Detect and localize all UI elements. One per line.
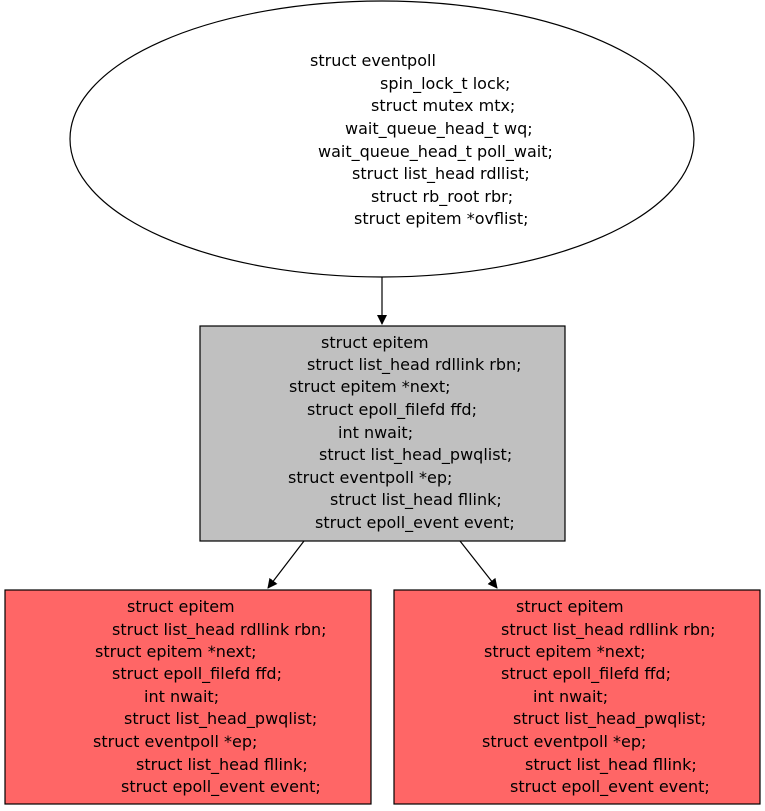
epitem-left-line-1: struct list_head rdllink rbn; bbox=[112, 620, 327, 640]
epitem-left-line-7: struct list_head fllink; bbox=[136, 755, 308, 775]
epitem-right-line-5: struct list_head_pwqlist; bbox=[513, 709, 706, 729]
epitem-left-line-5: struct list_head_pwqlist; bbox=[124, 709, 317, 729]
epitem-line-2: struct epitem *next; bbox=[289, 377, 451, 396]
node-epitem-right: struct epitem struct list_head rdllink r… bbox=[393, 589, 761, 805]
epitem-right-line-1: struct list_head rdllink rbn; bbox=[501, 620, 716, 640]
epitem-line-1: struct list_head rdllink rbn; bbox=[307, 355, 522, 375]
eventpoll-line-4: wait_queue_head_t poll_wait; bbox=[318, 142, 553, 162]
epitem-line-4: int nwait; bbox=[338, 423, 413, 442]
epitem-line-7: struct list_head fllink; bbox=[330, 490, 502, 510]
epitem-line-6: struct eventpoll *ep; bbox=[288, 468, 452, 487]
epitem-left-box bbox=[4, 589, 372, 805]
epitem-right-line-0: struct epitem bbox=[516, 597, 624, 616]
epitem-right-line-4: int nwait; bbox=[533, 687, 608, 706]
eventpoll-line-2: struct mutex mtx; bbox=[371, 96, 515, 115]
epitem-right-line-2: struct epitem *next; bbox=[484, 642, 646, 661]
eventpoll-line-1: spin_lock_t lock; bbox=[380, 74, 510, 94]
node-epitem-left: struct epitem struct list_head rdllink r… bbox=[4, 589, 372, 805]
epitem-right-line-3: struct epoll_filefd ffd; bbox=[501, 664, 671, 684]
epitem-box bbox=[199, 325, 566, 542]
epitem-left-line-4: int nwait; bbox=[144, 687, 219, 706]
epitem-right-line-6: struct eventpoll *ep; bbox=[482, 732, 646, 751]
eventpoll-line-3: wait_queue_head_t wq; bbox=[345, 119, 533, 139]
eventpoll-line-0: struct eventpoll bbox=[310, 51, 436, 70]
epitem-right-line-8: struct epoll_event event; bbox=[510, 777, 710, 797]
epitem-line-0: struct epitem bbox=[321, 333, 429, 352]
node-epitem: struct epitem struct list_head rdllink r… bbox=[199, 325, 566, 542]
epitem-line-8: struct epoll_event event; bbox=[315, 513, 515, 533]
epitem-line-5: struct list_head_pwqlist; bbox=[319, 445, 512, 465]
epitem-left-line-8: struct epoll_event event; bbox=[121, 777, 321, 797]
eventpoll-ellipse bbox=[69, 0, 695, 278]
edge-epitem-to-epitem-left bbox=[267, 540, 305, 589]
edges bbox=[267, 277, 498, 589]
eventpoll-line-5: struct list_head rdllist; bbox=[352, 164, 530, 184]
epitem-left-line-0: struct epitem bbox=[127, 597, 235, 616]
epitem-left-line-3: struct epoll_filefd ffd; bbox=[112, 664, 282, 684]
epitem-left-line-6: struct eventpoll *ep; bbox=[93, 732, 257, 751]
edge-epitem-to-epitem-right bbox=[459, 540, 498, 589]
eventpoll-line-6: struct rb_root rbr; bbox=[371, 187, 513, 207]
epitem-right-box bbox=[393, 589, 761, 805]
eventpoll-line-7: struct epitem *ovflist; bbox=[354, 209, 529, 228]
epitem-left-line-2: struct epitem *next; bbox=[95, 642, 257, 661]
epitem-line-3: struct epoll_filefd ffd; bbox=[307, 400, 477, 420]
epitem-right-line-7: struct list_head fllink; bbox=[525, 755, 697, 775]
node-eventpoll: struct eventpoll spin_lock_t lock; struc… bbox=[69, 0, 695, 278]
